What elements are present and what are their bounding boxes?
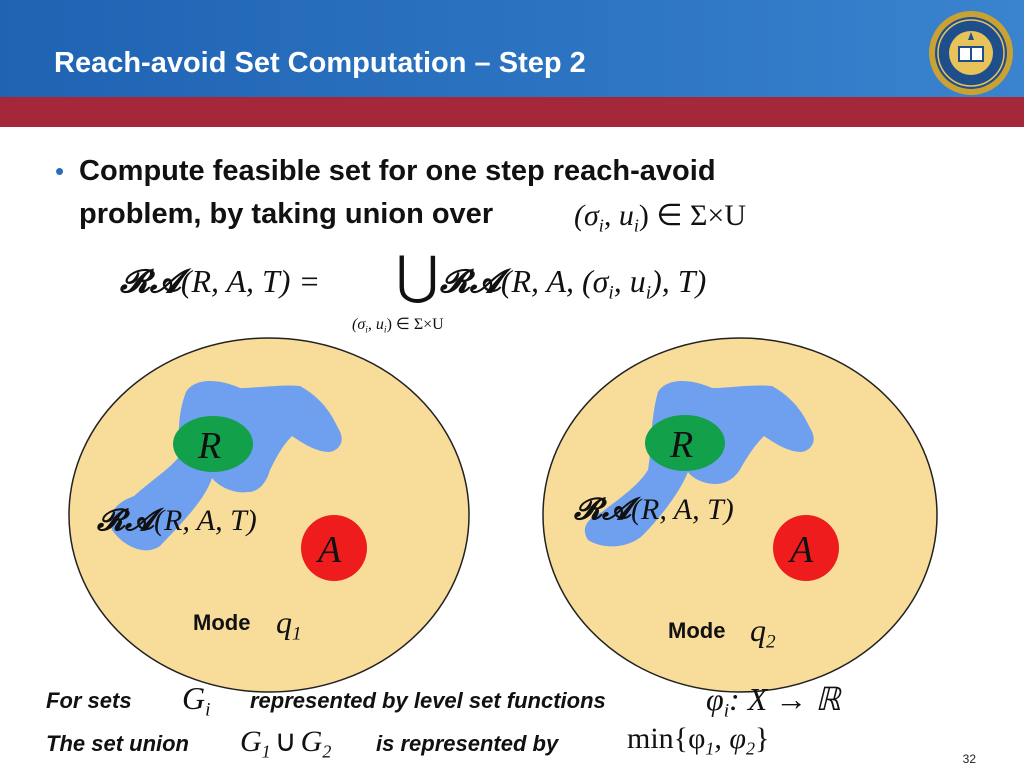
pair-end: ) ∈ Σ×U [638, 199, 746, 232]
footer-G1-sub: 1 [261, 741, 271, 762]
union-index: (σi, ui) ∈ Σ×U [352, 314, 444, 335]
mode2-q: q [750, 612, 766, 648]
footer-cup: ∪ [274, 725, 297, 758]
union-index-end: ) ∈ Σ×U [386, 316, 444, 333]
mode1-region [68, 337, 470, 693]
pair-sigma: (σ [574, 199, 599, 232]
footer-phi-sub: i [723, 700, 730, 722]
mode2-reach-set [645, 415, 725, 471]
pair-sub-i2: i [633, 215, 639, 236]
mode1-q: q [276, 604, 292, 640]
mode2-reach-label: R [670, 424, 694, 466]
mode1-ra-symbol: 𝓡𝓐 [97, 503, 154, 538]
mode2-avoid-label: A [790, 529, 814, 571]
footer-min-expr: min{φ1, φ2} [627, 722, 769, 759]
union-index-sub: i [365, 324, 368, 336]
footer-line2-middle: is represented by [376, 731, 559, 756]
mode2-label: Mode [668, 618, 726, 643]
footer-set-G: Gi [182, 680, 210, 722]
footer-line2-prefix: The set union [46, 731, 189, 756]
footer-union-expr: G1∪G2 [240, 724, 331, 762]
mode2-ra-symbol: 𝓡𝓐 [574, 492, 631, 527]
mode1-ra-label: 𝓡𝓐(R, A, T) [97, 503, 257, 538]
footer-phi-map: φi: X → ℝ [706, 680, 841, 723]
footer-min-sub2: 2 [746, 738, 755, 759]
mode1-ra-args: (R, A, T) [154, 504, 257, 537]
mode1-reach-label: R [198, 425, 222, 467]
footer-G: G [182, 680, 206, 716]
footer-G1: G [240, 725, 262, 758]
footer-line1-middle: represented by level set functions [250, 688, 606, 713]
mode1-var: q1 [276, 604, 302, 646]
footer-map: : X → ℝ [729, 681, 841, 717]
header-accent-band [0, 97, 1024, 127]
mode1-sub: 1 [292, 623, 302, 645]
bullet-text-line2: problem, by taking union over [79, 198, 494, 230]
eq-rhs-mid: , u [613, 263, 646, 299]
union-index-sub2: i [383, 324, 387, 336]
footer-min-sub1: 1 [705, 738, 715, 759]
eq-rhs-sub-i2: i [645, 282, 652, 304]
footer-line1-prefix: For sets [46, 688, 132, 713]
bullet-text-line1: Compute feasible set for one step reach-… [79, 155, 716, 187]
union-index-sigma: (σ [352, 316, 366, 333]
slide-header: Reach-avoid Set Computation – Step 2 [0, 0, 1024, 97]
mode2-ra-label: 𝓡𝓐(R, A, T) [574, 492, 734, 527]
mode2-region [542, 337, 938, 693]
eq-rhs-end: ), T) [651, 263, 707, 299]
footer-G-sub: i [205, 699, 211, 721]
mode1-reach-set [173, 416, 253, 472]
footer-min-mid: , φ [714, 722, 746, 755]
equation-lhs: 𝓡𝓐(R, A, T) = [120, 262, 320, 301]
eq-rhs-args: (R, A, (σ [500, 263, 609, 299]
mode2-ra-args: (R, A, T) [631, 493, 734, 526]
mode1-avoid-set [301, 515, 367, 581]
footer-G2-sub: 2 [322, 741, 332, 762]
mode2-avoid-set [773, 515, 839, 581]
bullet-marker: • [55, 156, 65, 186]
university-seal-icon [929, 11, 1013, 95]
mode1-avoid-label: A [318, 529, 342, 571]
union-index-mid: , u [367, 316, 384, 333]
slide-title: Reach-avoid Set Computation – Step 2 [54, 47, 586, 79]
union-symbol: ⋃ [396, 248, 439, 305]
footer-min-end: } [755, 722, 770, 755]
page-number: 32 [962, 752, 976, 766]
ra-symbol-rhs: 𝓡𝓐 [440, 262, 501, 300]
footer-min: min{φ [627, 722, 706, 755]
footer-phi: φ [706, 681, 724, 717]
pair-sub-i: i [598, 215, 604, 236]
ra-symbol-lhs: 𝓡𝓐 [120, 262, 181, 300]
eq-lhs-args: (R, A, T) = [180, 263, 321, 299]
equation-rhs: 𝓡𝓐(R, A, (σi, ui), T) [440, 262, 706, 305]
mode2-var: q2 [750, 612, 776, 654]
footer-G2: G [300, 725, 323, 758]
pair-expression: (σi, ui) ∈ Σ×U [574, 198, 746, 236]
eq-rhs-sub-i: i [608, 282, 614, 304]
mode2-sub: 2 [766, 631, 776, 653]
pair-u: , u [603, 199, 634, 232]
mode1-label: Mode [193, 610, 251, 635]
